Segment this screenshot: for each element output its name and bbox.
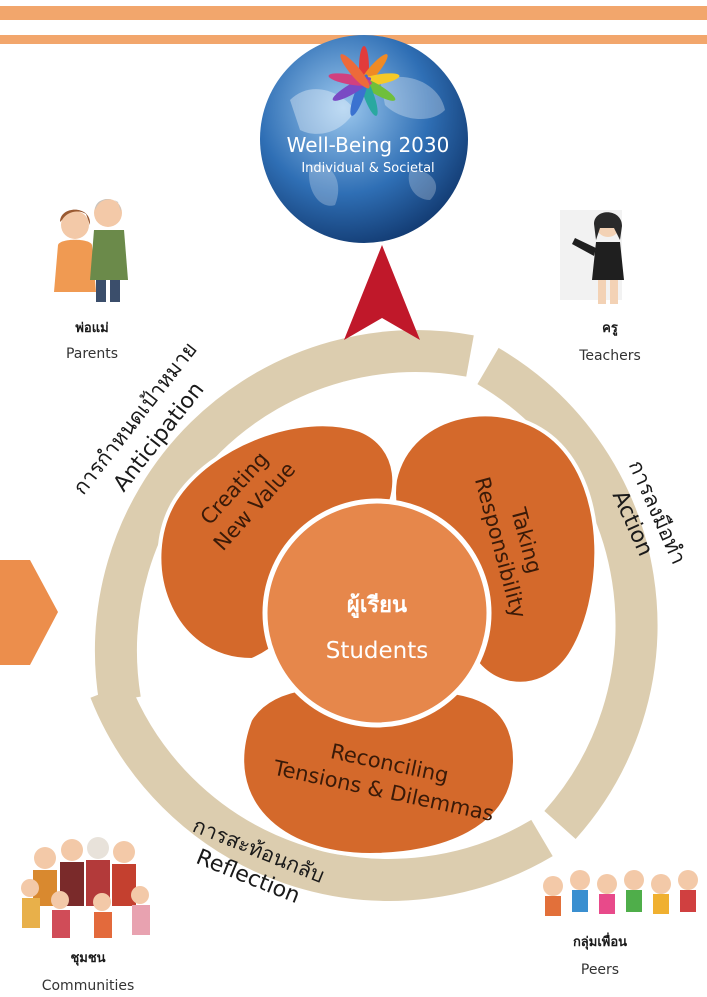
goal-subtitle: Individual & Societal <box>301 161 434 176</box>
teachers-label-en: Teachers <box>578 348 641 364</box>
parents-illustration-icon <box>54 198 128 302</box>
teachers-label-th: ครู <box>602 321 618 336</box>
left-arrow-shape <box>0 560 58 665</box>
goal-title: Well-Being 2030 <box>287 133 450 157</box>
competency-petals <box>157 412 599 858</box>
peers-illustration-icon <box>543 870 698 916</box>
center-label-en: Students <box>326 638 429 664</box>
globe-sphere <box>260 35 468 243</box>
communities-label-th: ชุมชน <box>70 951 105 966</box>
flower-logo-icon <box>328 46 400 116</box>
globe-continent <box>380 76 445 120</box>
teacher-illustration-icon <box>560 210 624 304</box>
parents-label-th: พ่อแม่ <box>75 321 108 336</box>
top-accent-bar <box>0 6 707 20</box>
cycle-ring <box>90 330 658 901</box>
center-label-th: ผู้เรียน <box>347 593 407 619</box>
communities-illustration-icon <box>21 837 150 938</box>
peers-label-th: กลุ่มเพื่อน <box>573 932 627 950</box>
ring-segment-anticipation <box>95 330 474 704</box>
wellbeing-globe: Well-Being 2030 Individual & Societal <box>260 35 468 243</box>
communities-label-en: Communities <box>42 978 135 994</box>
globe-continent <box>309 164 339 206</box>
ring-segment-action <box>477 347 658 839</box>
peers-label-en: Peers <box>581 962 619 978</box>
red-arrow-up <box>344 245 420 340</box>
ring-segment-reflection <box>90 682 553 901</box>
parents-label-en: Parents <box>66 346 118 362</box>
globe-continent <box>408 169 437 200</box>
center-circle <box>262 498 492 728</box>
globe-continent <box>290 89 355 134</box>
